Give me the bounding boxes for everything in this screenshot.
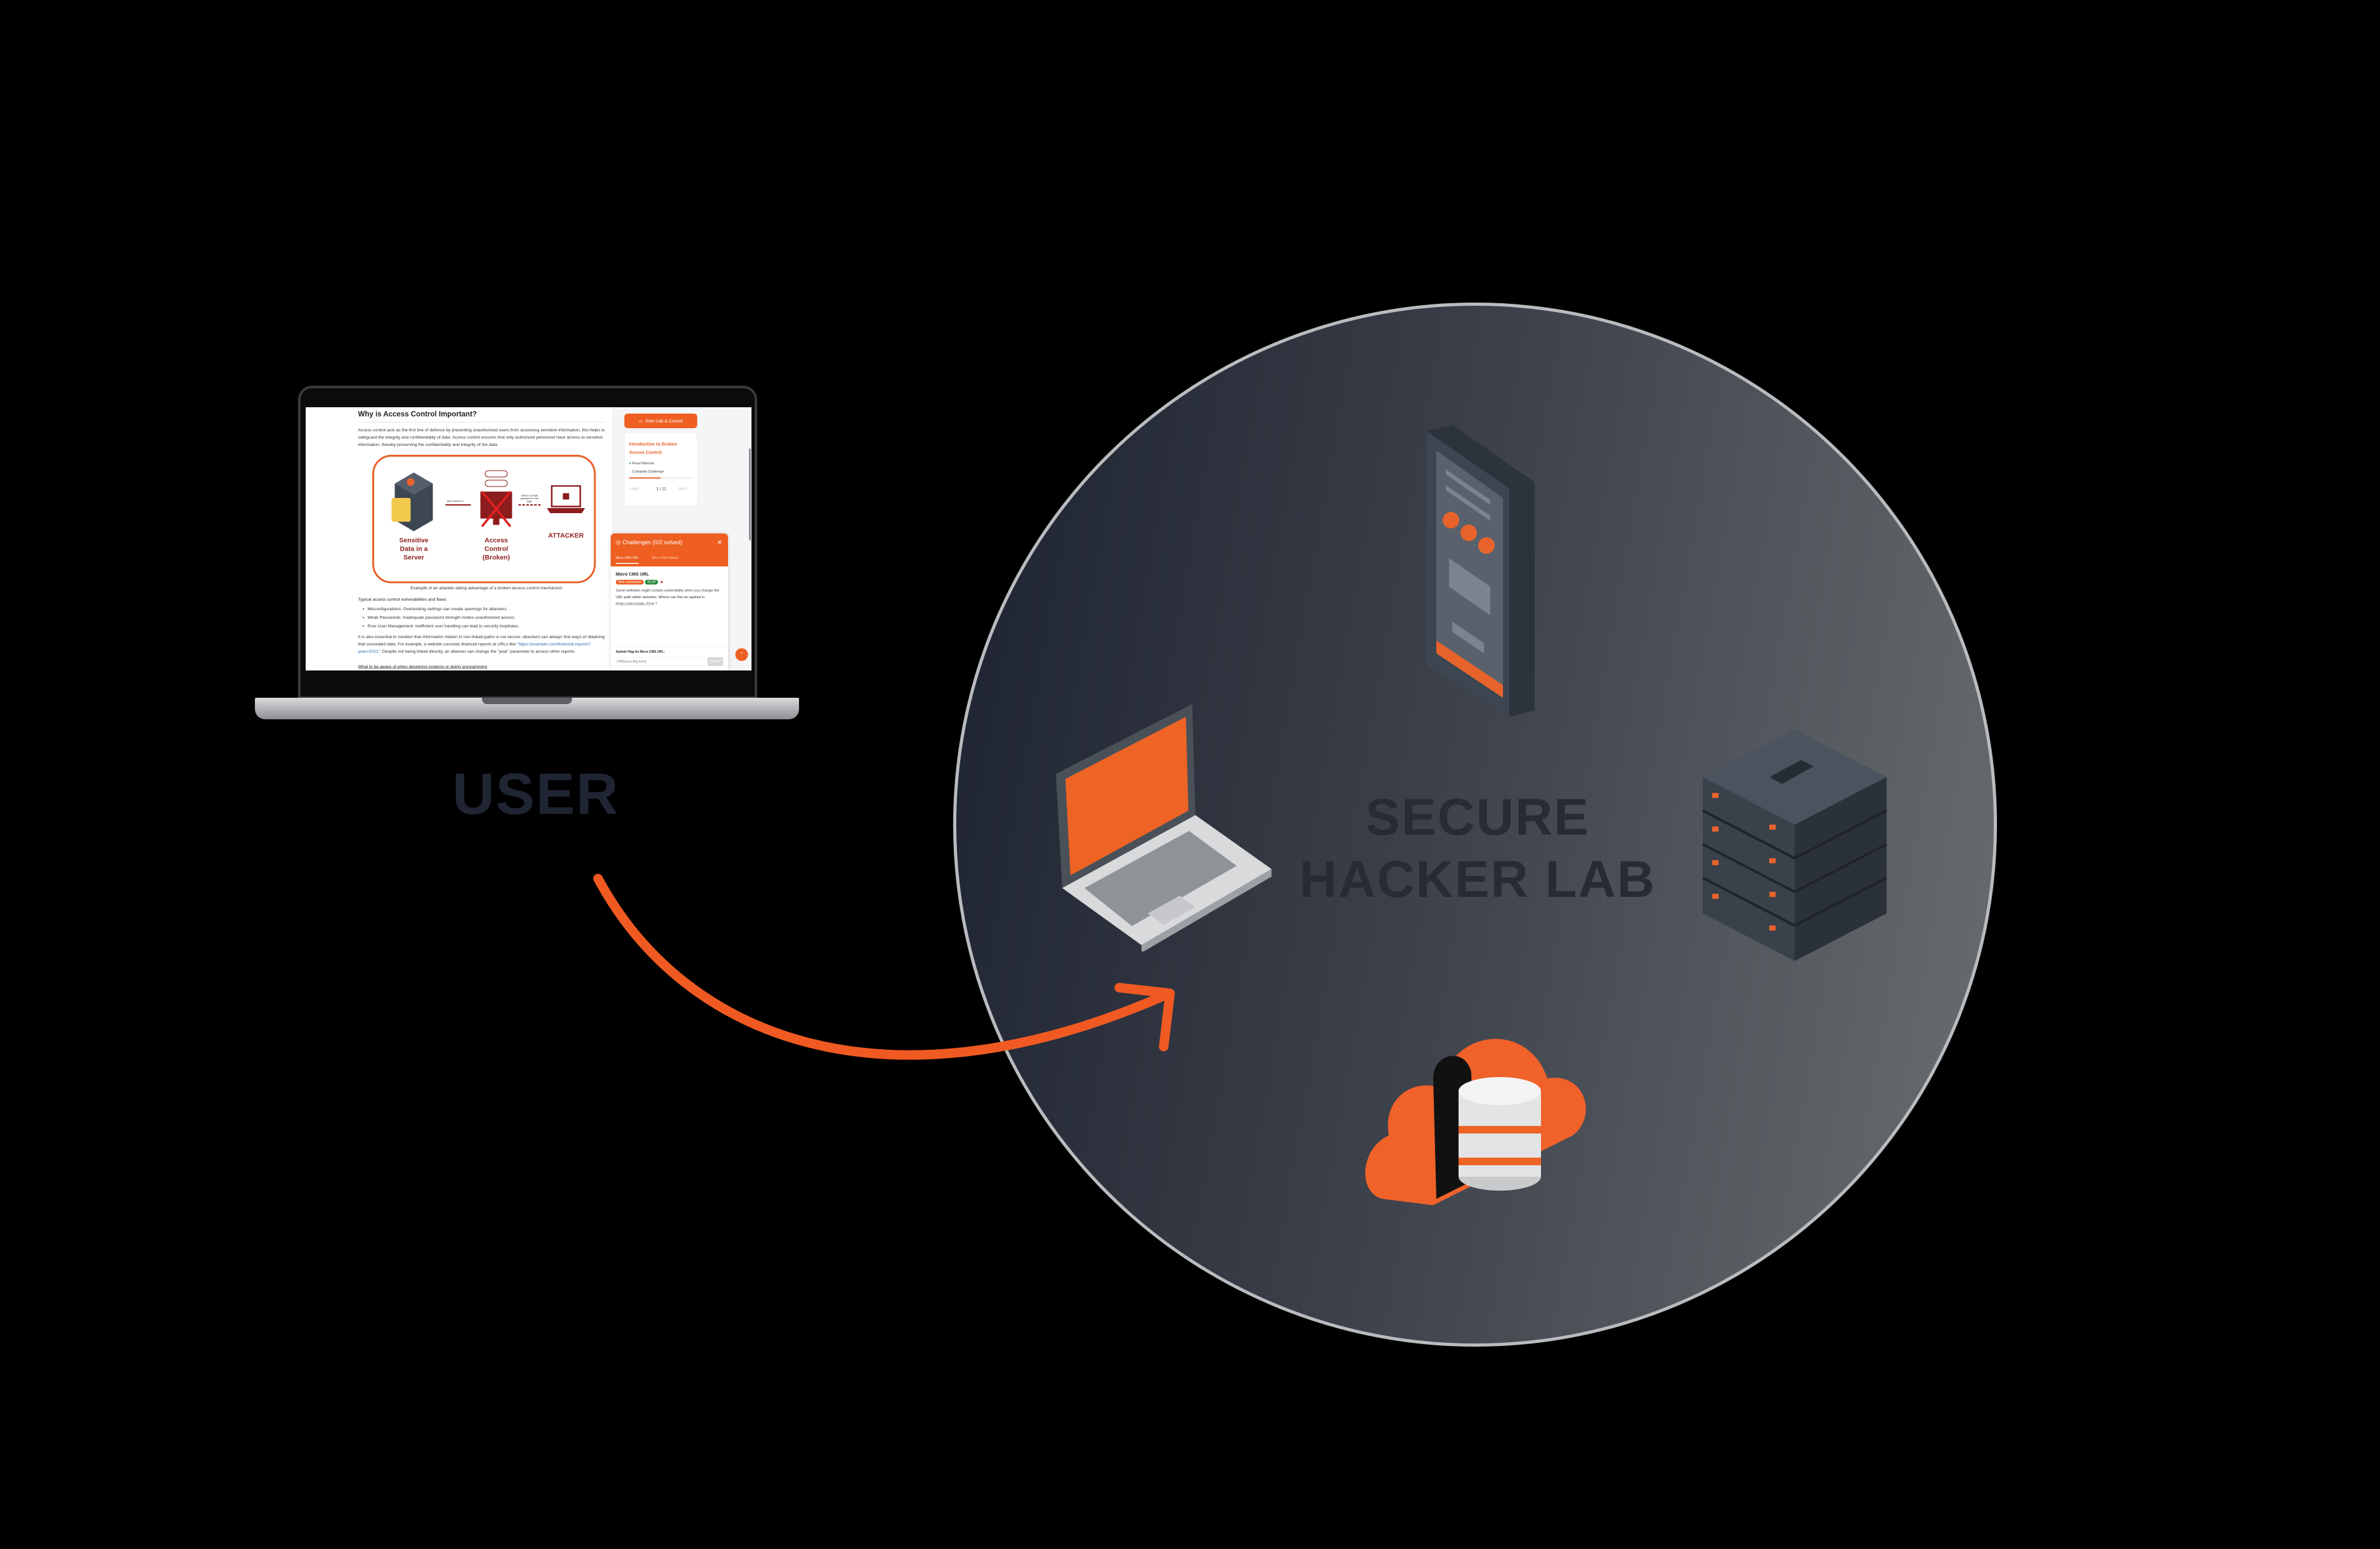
- xp-badge: 15 XP: [645, 580, 658, 585]
- article-column: Why is Access Control Important? Access …: [306, 407, 613, 670]
- laptop-icon: [1056, 704, 1271, 951]
- category-badge: Web exploitation: [616, 580, 644, 585]
- empty-circle-icon: ○: [629, 469, 632, 474]
- submit-button[interactable]: Submit: [707, 657, 724, 666]
- back-label: Back: [631, 487, 639, 491]
- challenge-description: Some websites might contain vulnerabilit…: [616, 587, 725, 608]
- scroll-to-top-button[interactable]: ⌃: [735, 648, 748, 661]
- laptop-screen: Why is Access Control Important? Access …: [306, 407, 751, 670]
- challenge-url: http://microcms.fire: [616, 602, 654, 606]
- gets-access-label: gets access to: [447, 499, 464, 503]
- server-label: Sensitive Data in a Server: [399, 537, 429, 561]
- access-control-diagram: Sensitive Data in a Server gets access t…: [372, 455, 596, 584]
- chevron-up-icon: ⌃: [739, 651, 744, 658]
- start-lab-label: Start Lab & Course: [645, 418, 684, 424]
- flag-input[interactable]: [616, 657, 705, 666]
- step-complete-challenge[interactable]: ○ Complete Challenge: [629, 470, 664, 474]
- list-item: Misconfigurations: Overlooking settings …: [368, 605, 519, 613]
- lab-label-line1: SECURE: [1365, 788, 1590, 846]
- challenges-panel: ◎ Challenges (0/2 solved) ✕ Micro CMS UR…: [611, 533, 728, 670]
- target-icon: ◎: [616, 539, 621, 546]
- diagram-caption: Example of an attacker taking advantage …: [410, 585, 562, 591]
- user-label: USER: [452, 762, 620, 827]
- gets-access-arrow: [445, 504, 471, 506]
- attacker-laptop-icon: [547, 485, 585, 513]
- challenge-badges: Web exploitation 15 XP ▲: [616, 579, 664, 585]
- course-progress-bar: [629, 477, 693, 479]
- challenges-title: ◎ Challenges (0/2 solved): [616, 539, 682, 546]
- step-label: Read Material: [632, 461, 654, 466]
- page-indicator: 1 / 11: [656, 486, 667, 492]
- attacker-label: ATTACKER: [548, 532, 584, 540]
- description-text: Some websites might contain vulnerabilit…: [616, 589, 720, 599]
- server-rack-icon: [1702, 729, 1887, 961]
- check-circle-icon: ●: [629, 461, 632, 466]
- next-label: Next: [679, 487, 686, 491]
- back-button[interactable]: ‹ Back: [629, 487, 639, 491]
- hidden-paths-paragraph: It is also essential to mention that inf…: [358, 633, 612, 655]
- scrollbar[interactable]: [749, 448, 751, 540]
- tab-micro-cms-robots[interactable]: Micro CMS Robots: [652, 556, 679, 560]
- smartphone-icon: [1427, 425, 1535, 717]
- list-item: Weak Passwords: Inadequate password stre…: [368, 613, 519, 622]
- lab-label-line2: HACKER LAB: [1299, 851, 1656, 908]
- weak-password-arrow: [518, 504, 541, 506]
- paragraph-text: It is also essential to mention that inf…: [358, 634, 605, 646]
- course-progress-fill: [629, 477, 661, 479]
- challenge-name: Micro CMS URL: [616, 572, 649, 577]
- vulnerabilities-heading: Typical access control vulnerabilities a…: [358, 597, 446, 602]
- broken-access-control-icon: [480, 470, 512, 528]
- divider: [611, 646, 728, 647]
- vulnerabilities-list: Misconfigurations: Overlooking settings …: [368, 605, 519, 631]
- next-section-heading: What to be aware of when designing syste…: [358, 664, 488, 669]
- weak-password-label: notices a weak password in the login: [520, 494, 539, 503]
- start-lab-button[interactable]: ▭Start Lab & Course: [624, 414, 698, 428]
- description-end: ?: [654, 602, 658, 606]
- access-control-label: Access Control (Broken): [482, 537, 510, 561]
- challenges-header: ◎ Challenges (0/2 solved) ✕ Micro CMS UR…: [611, 533, 728, 566]
- laptop-icon: ▭: [638, 418, 643, 424]
- list-item: Poor User Management: Inefficient user h…: [368, 622, 519, 631]
- example-link[interactable]: "https://example.com/financial-reports?y…: [358, 641, 591, 654]
- page-title: Why is Access Control Important?: [358, 410, 477, 418]
- tab-micro-cms-url[interactable]: Micro CMS URL: [616, 556, 639, 564]
- server-illustration-icon: [391, 473, 433, 532]
- step-label: Complete Challenge: [632, 469, 664, 474]
- step-read-material[interactable]: ● Read Material: [629, 462, 654, 466]
- course-progress-card: Introduction to Broken Access Control ● …: [624, 433, 698, 506]
- intro-paragraph: Access control acts as the first line of…: [358, 428, 605, 447]
- warning-icon: ▲: [659, 578, 664, 584]
- submit-flag-label: Submit Flag for Micro CMS URL:: [616, 650, 665, 654]
- course-title: Introduction to Broken Access Control: [629, 441, 677, 455]
- paragraph-text: Despite not being linked directly, an at…: [380, 649, 576, 654]
- next-button[interactable]: Next ›: [679, 487, 688, 491]
- laptop-notch: [482, 698, 572, 704]
- challenges-title-text: Challenges (0/2 solved): [622, 539, 682, 546]
- close-icon[interactable]: ✕: [717, 539, 722, 546]
- cloud-database-icon: [1365, 1038, 1586, 1205]
